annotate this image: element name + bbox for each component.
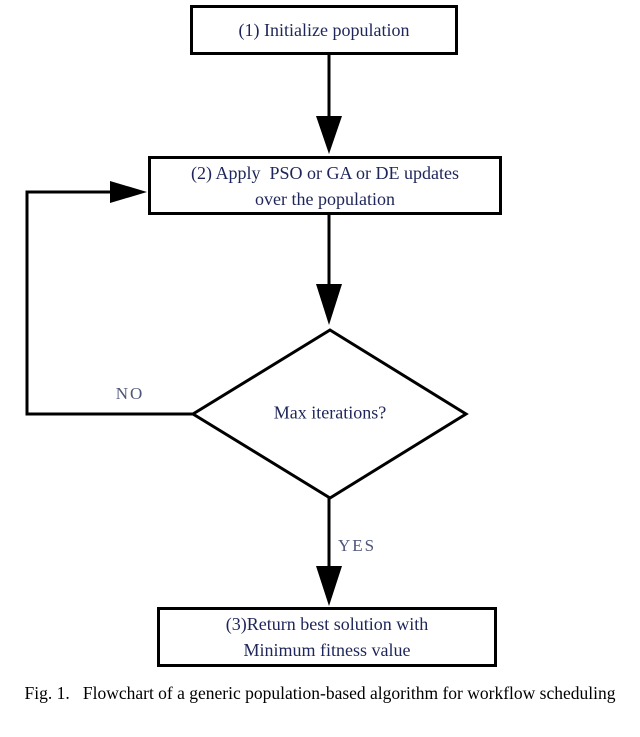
node-return-line1: (3)Return best solution with [225,614,429,634]
arrow-init-to-update-head [316,116,342,154]
edge-label-yes: YES [337,536,377,555]
arrow-no-loop-line [25,190,193,416]
node-apply-updates: (2) Apply PSO or GA or DE updates over t… [148,156,502,215]
figure-caption: Fig. 1. Flowchart of a generic populatio… [24,683,616,703]
node-decision-label: Max iterations? [273,402,387,423]
node-apply-updates-line2: over the population [255,188,395,209]
node-initialize-text: (1) Initialize population [238,20,410,40]
node-return-line2: Minimum fitness value [243,640,411,660]
arrow-no-loop-head [110,181,147,203]
arrow-yes-head [316,566,342,606]
node-initialize-population: (1) Initialize population [190,5,458,55]
edge-label-no: NO [115,384,145,403]
node-apply-updates-line1: (2) Apply PSO or GA or DE updates [191,162,459,183]
arrow-update-to-decision-head [316,284,342,325]
node-return-best-solution: (3)Return best solution with Minimum fit… [157,607,497,667]
connector-layer [25,55,469,606]
